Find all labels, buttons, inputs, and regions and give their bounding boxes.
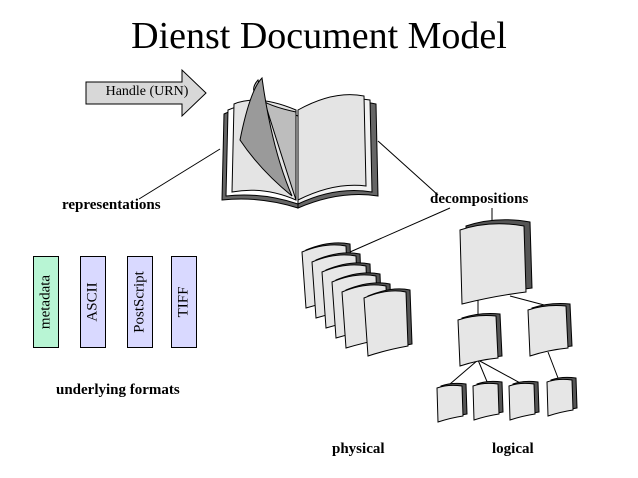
logical-label: logical	[492, 441, 534, 457]
format-label: ASCII	[84, 282, 101, 322]
logical-leaf-page	[508, 380, 540, 421]
logical-section-page	[527, 303, 573, 357]
physical-connector	[349, 207, 451, 253]
physical-label: physical	[332, 441, 385, 457]
logical-leaf-page	[436, 382, 468, 423]
handle-arrow	[85, 68, 207, 118]
format-label: metadata	[37, 274, 54, 330]
format-label: TIFF	[175, 286, 192, 318]
decompositions-connector	[377, 140, 439, 196]
logical-leaf-page	[472, 380, 504, 421]
format-metadata: metadata	[33, 256, 59, 348]
logical-leaf-page	[546, 376, 578, 417]
format-ascii: ASCII	[80, 256, 106, 348]
format-postscript: PostScript	[127, 256, 153, 348]
logical-section-page	[457, 313, 503, 367]
handle-label: Handle (URN)	[105, 84, 189, 99]
format-label: PostScript	[131, 271, 148, 333]
representations-connector	[138, 148, 221, 200]
format-tiff: TIFF	[171, 256, 197, 348]
diagram-title: Dienst Document Model	[131, 15, 507, 57]
decompositions-label: decompositions	[430, 191, 529, 207]
physical-pages-stack	[301, 242, 413, 357]
representations-label: representations	[62, 197, 161, 213]
underlying-formats-label: underlying formats	[56, 382, 180, 398]
logical-root-page	[459, 219, 533, 305]
book-icon	[221, 76, 379, 209]
